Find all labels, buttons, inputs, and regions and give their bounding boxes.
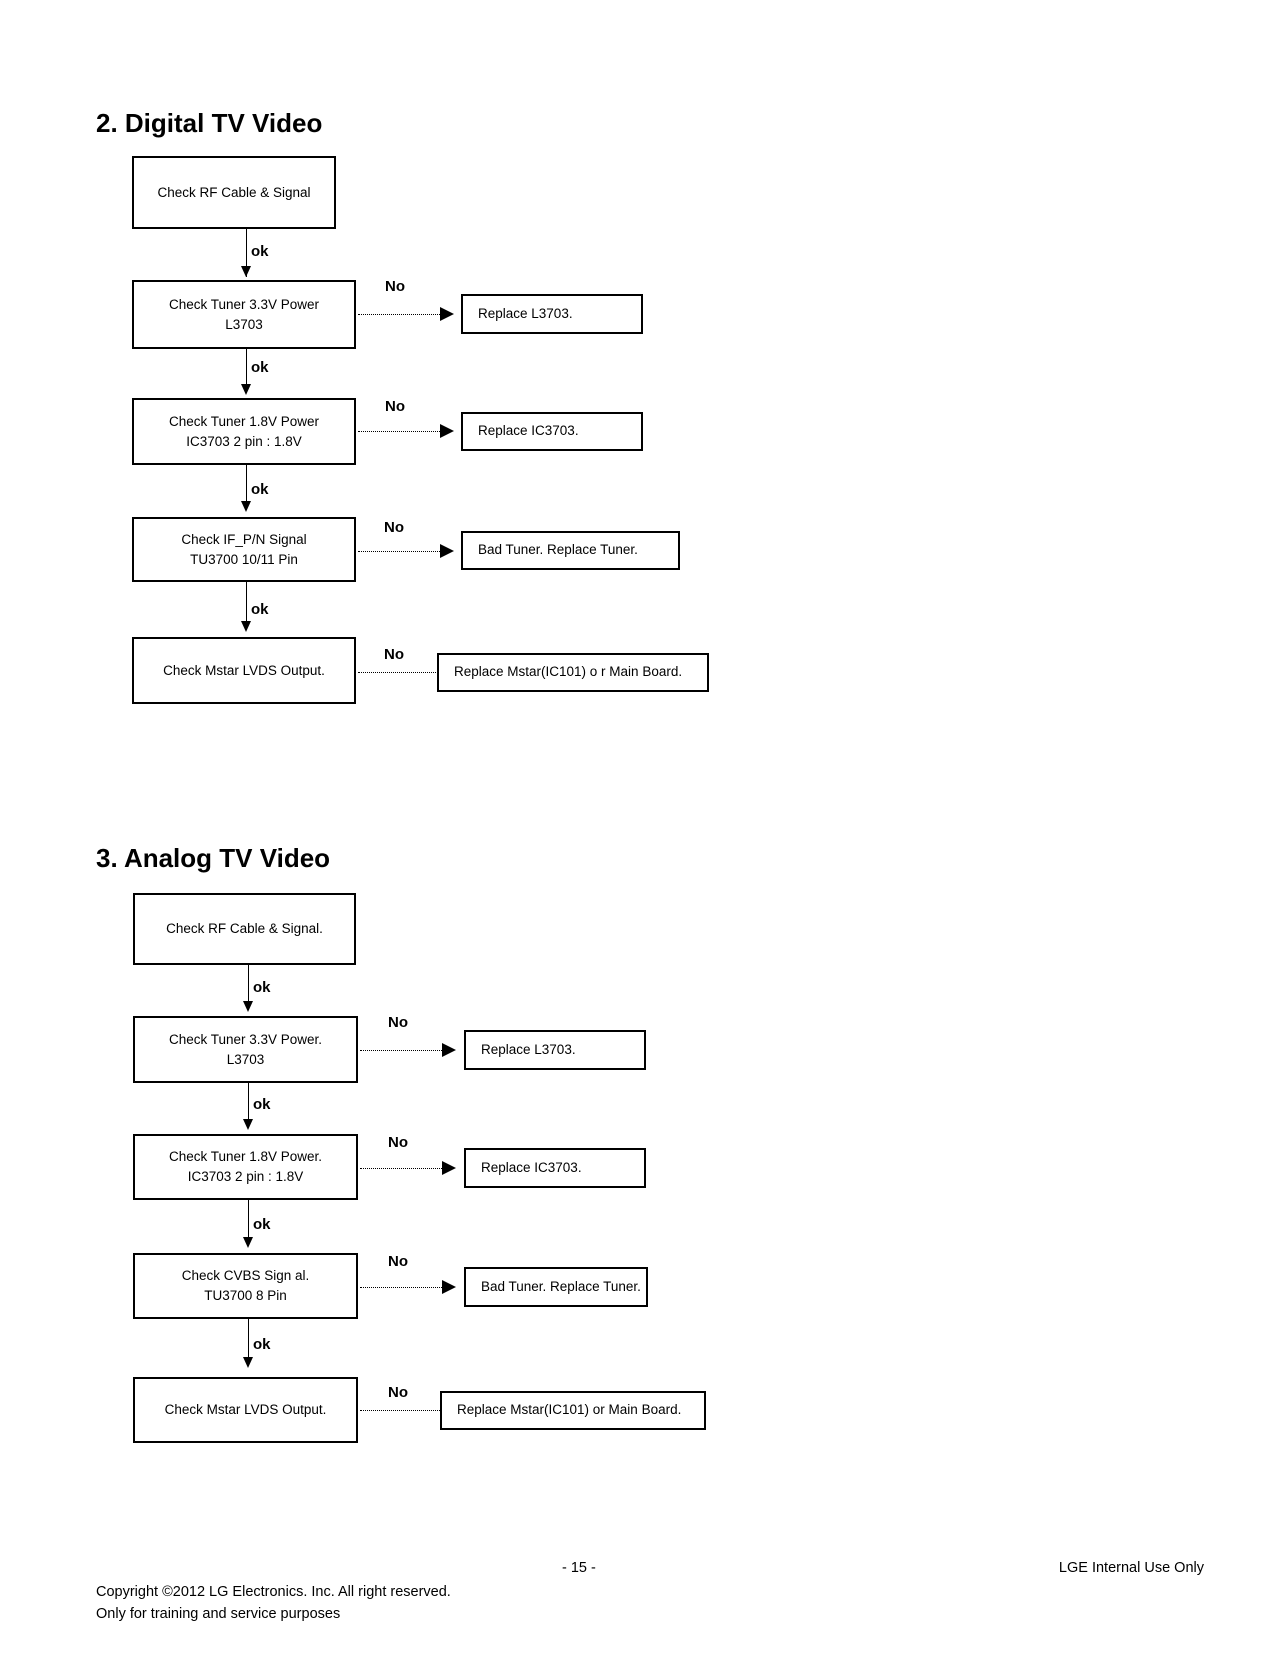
connector-arrow-ok-6	[243, 1119, 253, 1130]
flow-box-line1: Check Tuner 3.3V Power	[168, 296, 320, 312]
result-box-label: Replace IC3703.	[478, 423, 579, 439]
connector-dotted-no-1	[358, 314, 442, 315]
connector-line-ok-2	[246, 349, 247, 391]
connector-arrow-no-2	[440, 424, 454, 438]
connector-arrow-no-7	[442, 1280, 456, 1294]
result-box-replace-ic3703: Replace IC3703.	[461, 412, 643, 451]
result-box-label: Replace L3703.	[478, 305, 573, 321]
result-box-bad-tuner: Bad Tuner. Replace Tuner.	[461, 531, 680, 570]
connector-arrow-ok-4	[241, 621, 251, 632]
flow-box-analog-check-tuner-33v: Check Tuner 3.3V Power. L3703	[133, 1016, 358, 1083]
result-box-label: Bad Tuner. Replace Tuner.	[478, 542, 638, 558]
connector-arrow-no-6	[442, 1161, 456, 1175]
flow-box-line2: L3703	[226, 1051, 265, 1067]
connector-dotted-no-5	[360, 1050, 444, 1051]
connector-line-ok-5	[248, 965, 249, 1010]
flow-box-line1: Check CVBS Sign al.	[181, 1268, 310, 1284]
flow-box-line1: Check Mstar LVDS Output.	[164, 1402, 327, 1418]
connector-line-ok-7	[248, 1200, 249, 1244]
flow-box-line1: Check Tuner 1.8V Power.	[168, 1149, 323, 1165]
result-box-replace-l3703: Replace L3703.	[461, 294, 643, 334]
connector-dotted-no-6	[360, 1168, 444, 1169]
connector-line-ok-1	[246, 229, 247, 277]
ok-label-7: ok	[253, 1216, 271, 1233]
connector-arrow-ok-5	[243, 1001, 253, 1012]
flow-box-line2: TU3700 10/11 Pin	[190, 551, 298, 567]
flow-box-check-tuner-33v: Check Tuner 3.3V Power L3703	[132, 280, 356, 349]
result-box-label: Replace L3703.	[481, 1041, 576, 1057]
flow-box-line2: TU3700 8 Pin	[204, 1288, 287, 1303]
connector-arrow-ok-8	[243, 1357, 253, 1368]
connector-arrow-ok-1	[241, 266, 251, 277]
flow-box-line2: IC3703 2 pin : 1.8V	[187, 1169, 304, 1184]
connector-dotted-no-4	[358, 672, 442, 673]
ok-label-2: ok	[251, 359, 269, 376]
no-label-6: No	[388, 1134, 408, 1151]
flow-box-check-mstar-lvds: Check Mstar LVDS Output.	[132, 637, 356, 704]
no-label-3: No	[384, 519, 404, 536]
connector-line-ok-3	[246, 465, 247, 508]
section-heading-digital-tv-video: 2. Digital TV Video	[96, 108, 323, 138]
flow-box-line2: IC3703 2 pin : 1.8V	[186, 433, 302, 449]
flow-box-check-tuner-18v: Check Tuner 1.8V Power IC3703 2 pin : 1.…	[132, 398, 356, 465]
connector-line-ok-4	[246, 582, 247, 628]
no-label-5: No	[388, 1014, 408, 1031]
no-label-8: No	[388, 1384, 408, 1401]
flow-box-line2: L3703	[225, 316, 263, 332]
flow-box-analog-check-cvbs-signal: Check CVBS Sign al. TU3700 8 Pin	[133, 1253, 358, 1319]
flow-box-line1: Check Tuner 1.8V Power	[168, 413, 320, 429]
result-box-analog-bad-tuner: Bad Tuner. Replace Tuner.	[464, 1267, 648, 1307]
connector-arrow-no-1	[440, 307, 454, 321]
footer-copyright-line1: Copyright ©2012 LG Electronics. Inc. All…	[96, 1583, 451, 1600]
result-box-replace-mstar: Replace Mstar(IC101) o r Main Board.	[437, 653, 709, 692]
connector-arrow-no-3	[440, 544, 454, 558]
connector-dotted-no-2	[358, 431, 442, 432]
result-box-label: Replace IC3703.	[481, 1159, 582, 1175]
footer-page-number: - 15 -	[562, 1560, 596, 1576]
footer-copyright-line2: Only for training and service purposes	[96, 1605, 341, 1622]
connector-arrow-no-5	[442, 1043, 456, 1057]
flow-box-line1: Check RF Cable & Signal.	[166, 921, 323, 937]
flow-box-analog-check-rf-cable-signal: Check RF Cable & Signal.	[133, 893, 356, 965]
connector-dotted-no-8	[360, 1410, 444, 1411]
flow-box-check-rf-cable-signal: Check RF Cable & Signal	[132, 156, 336, 229]
flow-box-check-if-pn-signal: Check IF_P/N Signal TU3700 10/11 Pin	[132, 517, 356, 582]
footer-classification: LGE Internal Use Only	[1058, 1560, 1204, 1576]
flow-box-line1: Check Mstar LVDS Output.	[163, 662, 325, 678]
flow-box-analog-check-mstar-lvds: Check Mstar LVDS Output.	[133, 1377, 358, 1443]
flow-box-analog-check-tuner-18v: Check Tuner 1.8V Power. IC3703 2 pin : 1…	[133, 1134, 358, 1200]
connector-arrow-ok-2	[241, 384, 251, 395]
footer-copyright: Copyright ©2012 LG Electronics. Inc. All…	[96, 1560, 451, 1647]
connector-dotted-no-3	[358, 551, 442, 552]
ok-label-6: ok	[253, 1096, 271, 1113]
ok-label-4: ok	[251, 601, 269, 618]
connector-arrow-ok-7	[243, 1237, 253, 1248]
result-box-label: Replace Mstar(IC101) o r Main Board.	[454, 664, 683, 680]
ok-label-5: ok	[253, 979, 271, 996]
ok-label-1: ok	[251, 243, 269, 260]
no-label-1: No	[385, 278, 405, 295]
no-label-7: No	[388, 1253, 408, 1270]
flow-box-line1: Check RF Cable & Signal	[157, 184, 311, 200]
result-box-analog-replace-mstar: Replace Mstar(IC101) or Main Board.	[440, 1391, 706, 1430]
section-heading-analog-tv-video: 3. Analog TV Video	[96, 843, 331, 873]
result-box-label: Replace Mstar(IC101) or Main Board.	[457, 1402, 682, 1418]
flow-box-line1: Check Tuner 3.3V Power.	[168, 1031, 323, 1047]
ok-label-3: ok	[251, 481, 269, 498]
no-label-2: No	[385, 398, 405, 415]
connector-line-ok-6	[248, 1083, 249, 1126]
connector-dotted-no-7	[360, 1287, 444, 1288]
page-footer: Copyright ©2012 LG Electronics. Inc. All…	[0, 1560, 1270, 1630]
connector-line-ok-8	[248, 1319, 249, 1363]
flow-box-line1: Check IF_P/N Signal	[181, 531, 307, 547]
no-label-4: No	[384, 646, 404, 663]
connector-arrow-ok-3	[241, 501, 251, 512]
ok-label-8: ok	[253, 1336, 271, 1353]
result-box-label: Bad Tuner. Replace Tuner.	[481, 1278, 641, 1294]
result-box-analog-replace-ic3703: Replace IC3703.	[464, 1148, 646, 1188]
result-box-analog-replace-l3703: Replace L3703.	[464, 1030, 646, 1070]
